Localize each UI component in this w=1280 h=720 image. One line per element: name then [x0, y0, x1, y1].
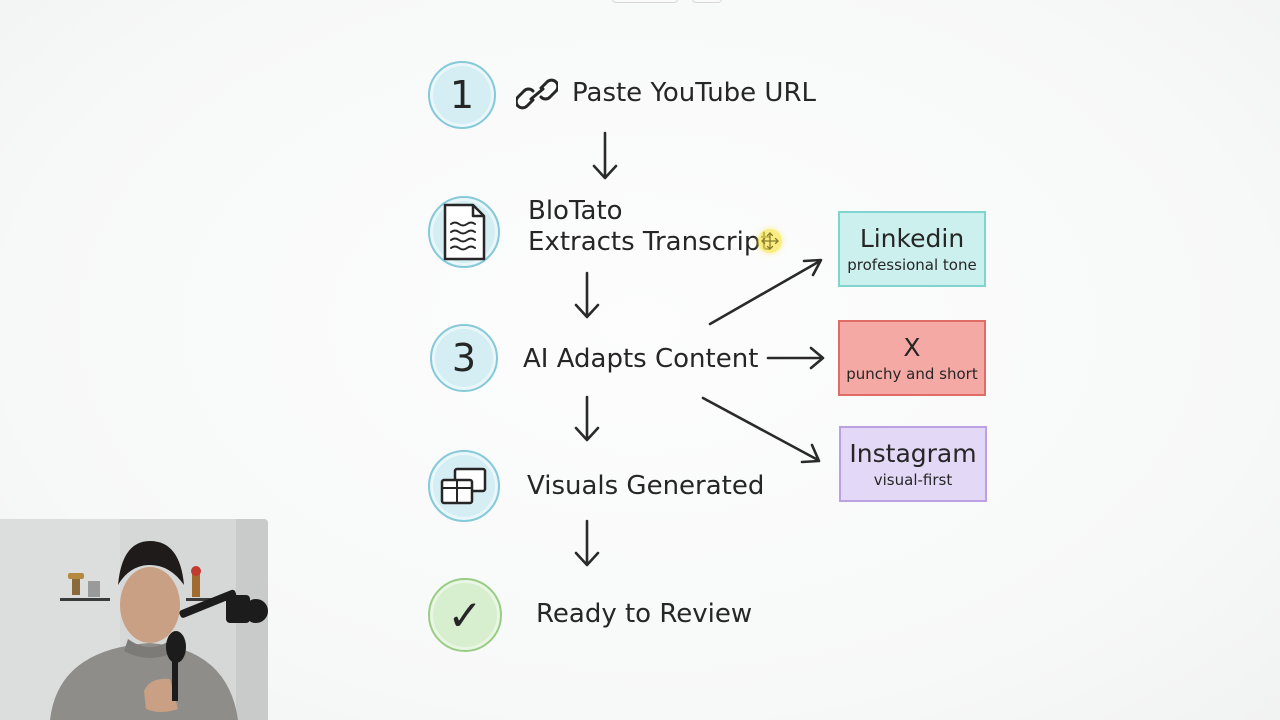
output-instagram-name: Instagram — [849, 439, 977, 468]
step-1-label: Paste YouTube URL — [572, 78, 817, 108]
checkmark-icon: ✓ — [447, 590, 483, 640]
arrow-step2-to-step3 — [574, 271, 600, 319]
step-2-label-line2: Extracts Transcript — [528, 227, 771, 257]
output-x-name: X — [903, 333, 921, 362]
output-linkedin-tone: professional tone — [847, 256, 977, 274]
presenter-video-frame — [0, 519, 268, 720]
step-4-label: Visuals Generated — [527, 471, 765, 501]
cursor-highlight — [758, 229, 782, 253]
top-tab[interactable] — [612, 0, 678, 3]
presenter-webcam — [0, 519, 268, 720]
step-3-badge: 3 — [430, 324, 498, 392]
step-2-badge — [428, 196, 500, 268]
step-1-number: 1 — [449, 73, 475, 117]
step-5-badge: ✓ — [428, 578, 502, 652]
arrow-step4-to-step5 — [574, 519, 600, 567]
document-icon — [443, 203, 486, 261]
step-5-label: Ready to Review — [536, 599, 753, 629]
link-icon — [516, 78, 558, 110]
arrow-to-x — [766, 346, 825, 370]
move-cursor-icon — [761, 232, 779, 250]
output-instagram-box: Instagram visual-first — [839, 426, 987, 502]
arrow-to-instagram — [701, 396, 821, 464]
top-toolbar-tabs — [612, 0, 722, 3]
step-2-label: BloTato Extracts Transcript — [528, 196, 771, 258]
step-4-badge — [428, 450, 500, 522]
output-x-tone: punchy and short — [846, 365, 978, 383]
step-3-number: 3 — [451, 336, 477, 380]
layered-windows-icon — [440, 467, 487, 505]
arrow-step3-to-step4 — [574, 395, 600, 442]
output-instagram-tone: visual-first — [873, 471, 953, 489]
step-3-label: AI Adapts Content — [523, 344, 759, 374]
output-x-box: X punchy and short — [838, 320, 986, 396]
arrow-to-linkedin — [708, 258, 823, 326]
output-linkedin-name: Linkedin — [859, 224, 965, 253]
top-tab[interactable] — [692, 0, 722, 3]
step-2-label-line1: BloTato — [528, 196, 623, 226]
arrow-step1-to-step2 — [592, 131, 618, 180]
output-linkedin-box: Linkedin professional tone — [838, 211, 986, 287]
step-1-badge: 1 — [428, 61, 496, 129]
